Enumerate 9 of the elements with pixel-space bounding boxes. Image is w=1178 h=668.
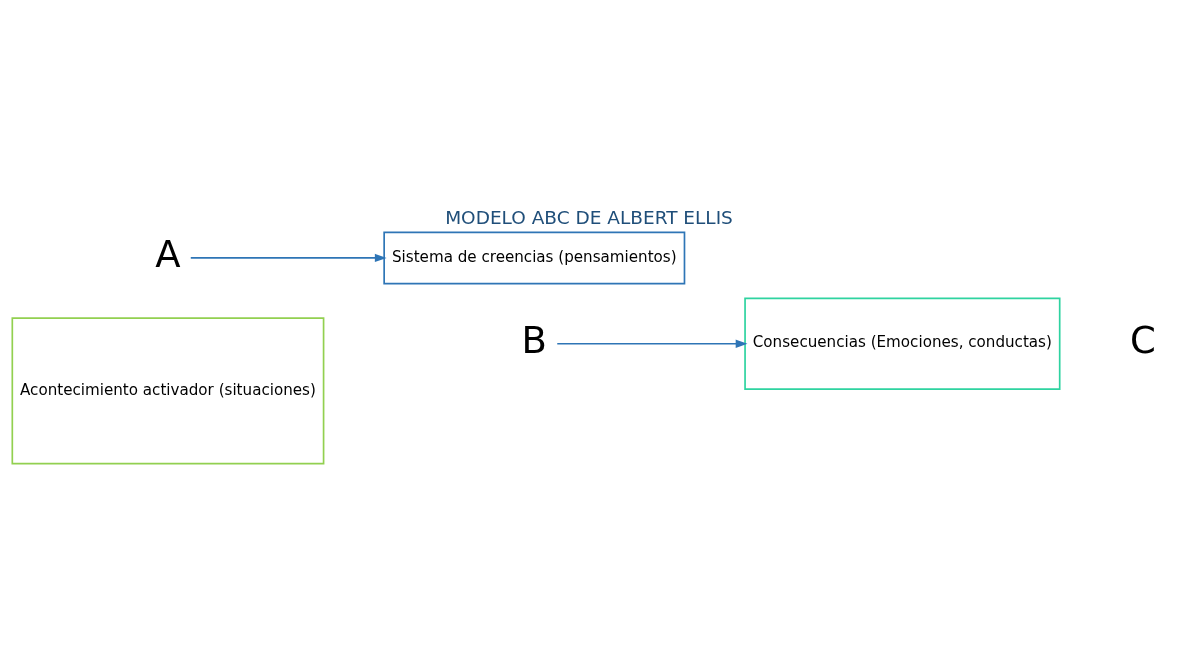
node-box: Consecuencias (Emociones, conductas) — [744, 297, 1061, 390]
node-text: A — [155, 232, 181, 276]
label: C — [1130, 318, 1156, 362]
node-box: Sistema de creencias (pensamientos) — [383, 230, 686, 284]
arrow — [556, 339, 748, 348]
node-box: Acontecimiento activador (situaciones) — [11, 316, 325, 464]
arrow — [189, 253, 387, 262]
node-text: B — [521, 318, 548, 362]
diagram-title: MODELO ABC DE ALBERT ELLIS — [445, 206, 733, 228]
